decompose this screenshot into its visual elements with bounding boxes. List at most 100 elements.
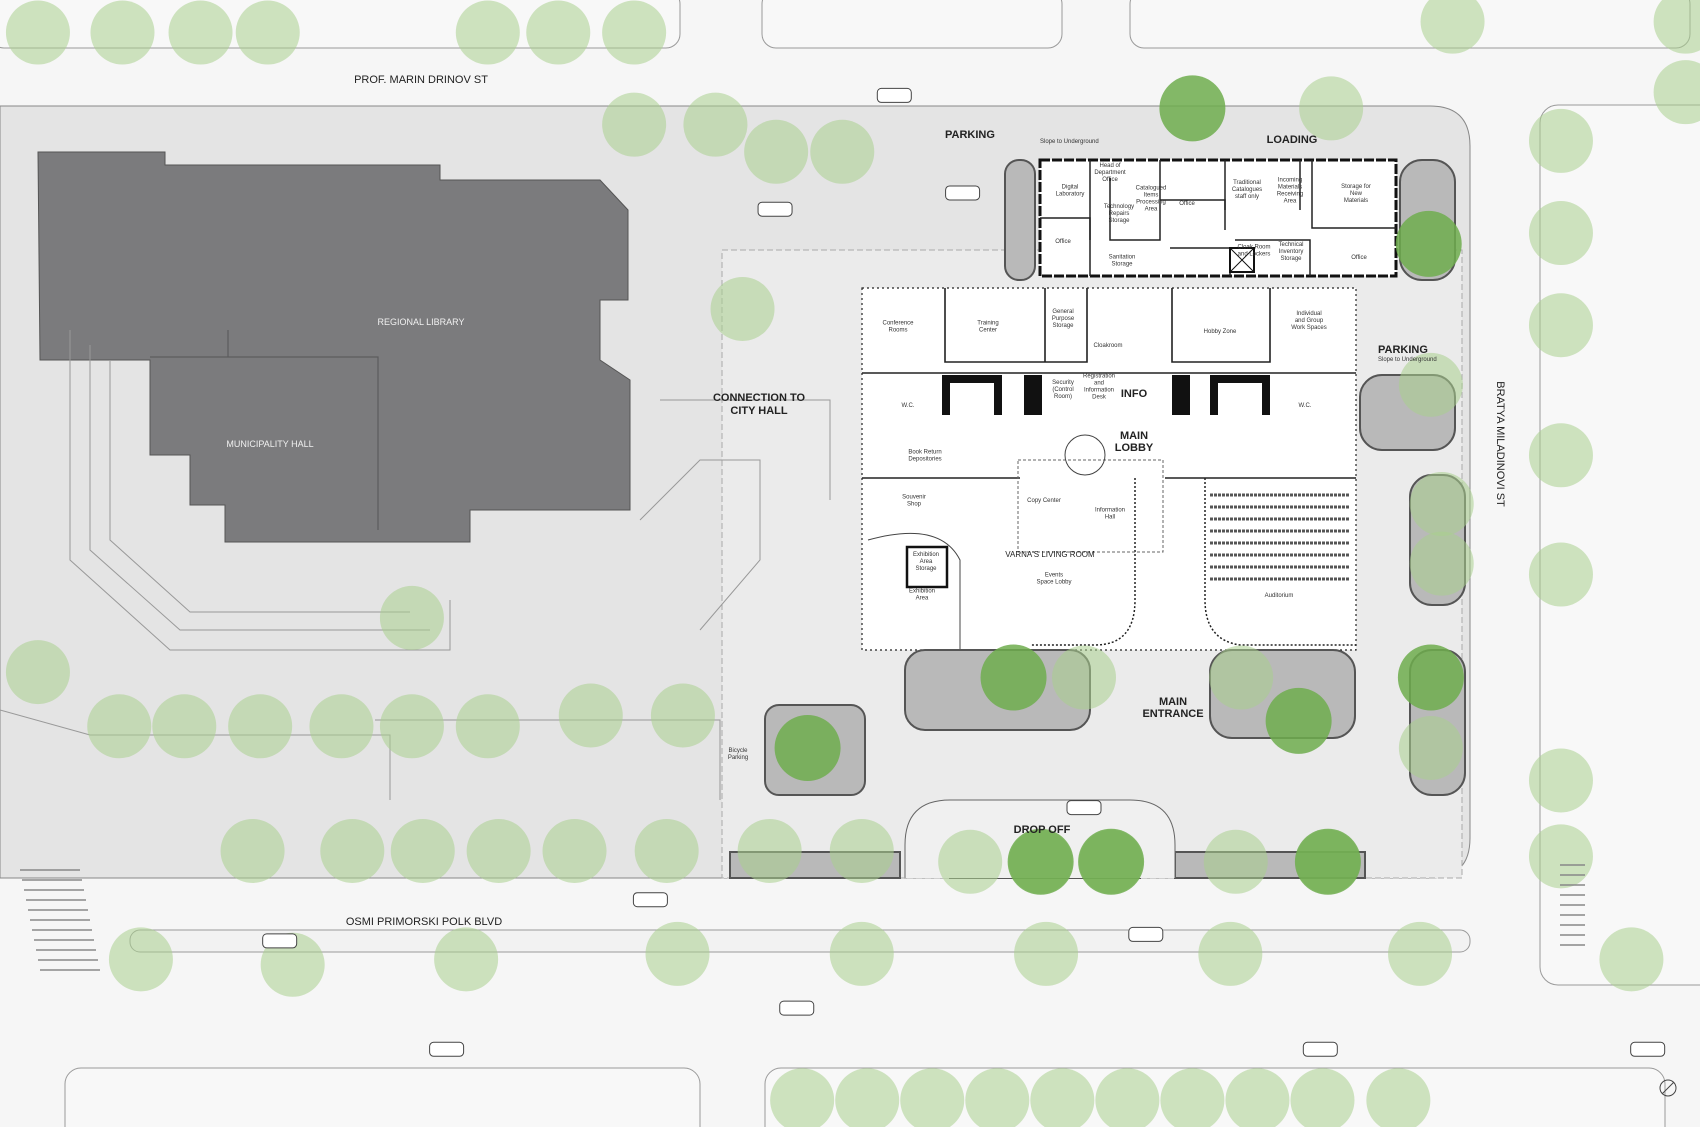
tree bbox=[228, 694, 293, 759]
parking-label-right: PARKING bbox=[1378, 344, 1428, 356]
tree bbox=[602, 0, 667, 65]
main-entrance-label-2: ENTRANCE bbox=[1142, 708, 1203, 720]
tree bbox=[1366, 1068, 1431, 1127]
tree bbox=[1528, 748, 1593, 813]
tree bbox=[737, 818, 802, 883]
tree bbox=[455, 0, 520, 65]
loading-label: LOADING bbox=[1267, 134, 1318, 146]
car bbox=[779, 1000, 815, 1016]
tree bbox=[1014, 921, 1079, 986]
bicycle-parking-label-2: Parking bbox=[728, 755, 748, 761]
tree bbox=[829, 818, 894, 883]
tree bbox=[1095, 1068, 1160, 1127]
info-label: INFO bbox=[1121, 388, 1148, 400]
tree bbox=[770, 1068, 835, 1127]
parking-label-top: PARKING bbox=[945, 129, 995, 141]
auditorium-rows bbox=[1210, 493, 1350, 581]
municipality-hall-label: MUNICIPALITY HALL bbox=[226, 439, 313, 449]
living-room-label: VARNA'S LIVING ROOM bbox=[1005, 550, 1095, 559]
tree bbox=[1528, 201, 1593, 266]
tree bbox=[835, 1068, 900, 1127]
regional-library-building bbox=[37, 151, 631, 543]
room-label-office-2: Office bbox=[1055, 239, 1071, 245]
tree bbox=[1198, 921, 1263, 986]
tree-canopy bbox=[980, 644, 1047, 711]
tree bbox=[455, 694, 520, 759]
tree bbox=[710, 276, 775, 341]
car bbox=[1066, 800, 1102, 816]
tree bbox=[1420, 0, 1485, 54]
tree bbox=[526, 0, 591, 65]
car bbox=[429, 1041, 465, 1057]
tree bbox=[309, 694, 374, 759]
room-label-copy-center: Copy Center bbox=[1027, 498, 1061, 504]
tree bbox=[810, 119, 875, 184]
tree bbox=[152, 694, 217, 759]
tree bbox=[5, 0, 70, 65]
tree-canopy bbox=[1294, 828, 1361, 895]
tree bbox=[87, 694, 152, 759]
street-label-south: OSMI PRIMORSKI POLK BLVD bbox=[346, 916, 502, 928]
main-block bbox=[861, 287, 1357, 651]
tree bbox=[1290, 1068, 1355, 1127]
car bbox=[1630, 1041, 1666, 1057]
tree bbox=[1030, 1068, 1095, 1127]
regional-library-label: REGIONAL LIBRARY bbox=[377, 317, 464, 327]
tree bbox=[168, 0, 233, 65]
room-label-cloakroom: Cloakroom bbox=[1093, 343, 1122, 349]
connection-label-2: CITY HALL bbox=[730, 405, 788, 417]
room-label-hobby: Hobby Zone bbox=[1204, 329, 1237, 335]
tree-canopy bbox=[1265, 687, 1332, 754]
tree bbox=[1398, 352, 1463, 417]
tree bbox=[434, 927, 499, 992]
car bbox=[945, 185, 981, 201]
tree bbox=[1528, 293, 1593, 358]
room-label-office-1: Office bbox=[1179, 201, 1195, 207]
tree bbox=[220, 818, 285, 883]
slope-label-right: Slope to Underground bbox=[1378, 357, 1437, 363]
car bbox=[757, 201, 793, 217]
car bbox=[262, 933, 298, 949]
municipality-hall-outline bbox=[150, 330, 379, 530]
spiral-stair bbox=[1064, 434, 1106, 476]
tree bbox=[1653, 0, 1700, 54]
tree bbox=[542, 818, 607, 883]
room-label-office-3: Office bbox=[1351, 255, 1367, 261]
tree bbox=[965, 1068, 1030, 1127]
room-label-wc-2: W.C. bbox=[1299, 403, 1312, 409]
tree-canopy bbox=[1395, 210, 1462, 277]
tree bbox=[1528, 824, 1593, 889]
tree bbox=[1653, 60, 1700, 125]
main-entrance-label: MAIN bbox=[1159, 696, 1187, 708]
tree bbox=[1528, 542, 1593, 607]
tree bbox=[108, 927, 173, 992]
tree-canopy bbox=[1007, 828, 1074, 895]
tree bbox=[260, 932, 325, 997]
tree bbox=[900, 1068, 965, 1127]
tree bbox=[1160, 1068, 1225, 1127]
tree bbox=[683, 92, 748, 157]
tree bbox=[1409, 472, 1474, 537]
tree bbox=[1599, 927, 1664, 992]
tree bbox=[5, 640, 70, 705]
tree bbox=[379, 694, 444, 759]
tree bbox=[645, 921, 710, 986]
tree bbox=[1528, 108, 1593, 173]
